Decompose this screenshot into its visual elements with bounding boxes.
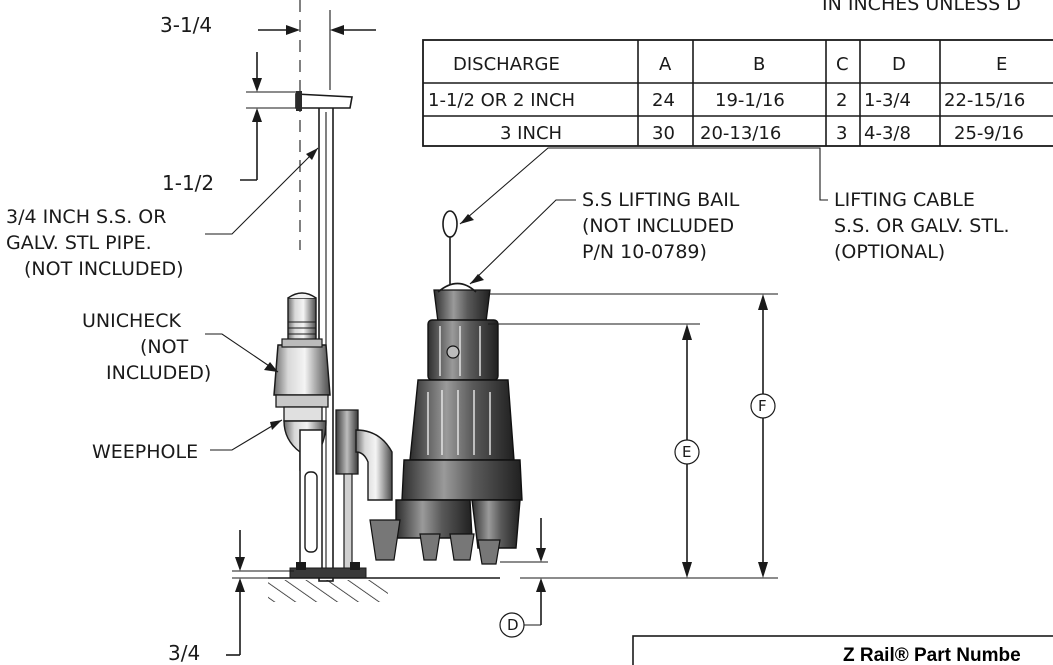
table-cell: 1-1/2 OR 2 INCH	[428, 90, 575, 111]
table-cell: 22-15/16	[944, 90, 1025, 111]
dimension-table: DISCHARGE A B C D E 1-1/2 OR 2 INCH 24 1…	[422, 39, 1053, 147]
cable-label-line1: LIFTING CABLE	[834, 189, 975, 211]
bracket-height-label: 1-1/2	[162, 171, 214, 195]
base-plate-dimension: 3/4	[168, 530, 294, 665]
bail-label-line2: (NOT INCLUDED	[582, 215, 734, 237]
height-dimensions: F E	[488, 293, 778, 579]
callout-d: D	[507, 616, 519, 634]
lifting-cable	[437, 210, 477, 293]
pump	[369, 289, 523, 565]
table-cell: 4-3/8	[864, 123, 911, 144]
unicheck-label-line3: INCLUDED)	[106, 362, 211, 384]
table-cell: 24	[652, 90, 675, 111]
cable-label-line2: S.S. OR GALV. STL.	[834, 215, 1010, 237]
bracket-height-dimension: 1-1/2	[162, 52, 298, 195]
top-width-dimension: 3-1/4	[160, 0, 376, 250]
table-cell: 30	[652, 123, 675, 144]
part-numbers-box: Z Rail® Part Numbe	[632, 635, 1053, 665]
pipe-label-line1: 3/4 INCH S.S. OR	[6, 206, 166, 228]
table-cell: 20-13/16	[700, 123, 781, 144]
bail-label-line3: P/N 10-0789)	[582, 241, 707, 263]
part-numbers-title: Z Rail® Part Numbe	[843, 645, 1021, 665]
discharge-pipe	[287, 292, 317, 341]
bail-label-line1: S.S LIFTING BAIL	[582, 189, 740, 211]
table-cell: 3	[836, 123, 847, 144]
base-plate-label: 3/4	[168, 641, 200, 665]
table-cell: 25-9/16	[954, 123, 1024, 144]
pipe-label-line2: GALV. STL PIPE.	[6, 232, 152, 254]
unicheck-label-line2: (NOT	[140, 336, 189, 358]
table-cell: 3 INCH	[500, 123, 562, 144]
callout-f: F	[758, 397, 767, 415]
unicheck-valve	[273, 338, 331, 422]
callout-labels: 3/4 INCH S.S. OR GALV. STL PIPE. (NOT IN…	[6, 189, 1010, 463]
weephole-label: WEEPHOLE	[92, 441, 198, 463]
table-cell: 2	[836, 90, 847, 111]
table-header-c: C	[836, 54, 849, 75]
callout-e: E	[682, 443, 691, 461]
d-dimension: D	[499, 518, 548, 638]
cable-label-line3: (OPTIONAL)	[834, 241, 945, 263]
leader-lines	[205, 147, 828, 451]
table-header-b: B	[753, 54, 765, 75]
table-header-discharge: DISCHARGE	[453, 54, 560, 75]
top-width-label: 3-1/4	[160, 13, 212, 37]
discharge-elbow	[283, 409, 393, 576]
floor	[268, 577, 500, 602]
table-cell: 1-3/4	[864, 90, 911, 111]
table-header-e: E	[996, 54, 1007, 75]
pipe-label-line3: (NOT INCLUDED)	[24, 258, 184, 280]
table-cell: 19-1/16	[715, 90, 785, 111]
units-note: IN INCHES UNLESS D	[822, 0, 1021, 15]
unicheck-label-line1: UNICHECK	[82, 310, 182, 332]
table-header-a: A	[659, 54, 672, 75]
table-header-d: D	[892, 54, 906, 75]
